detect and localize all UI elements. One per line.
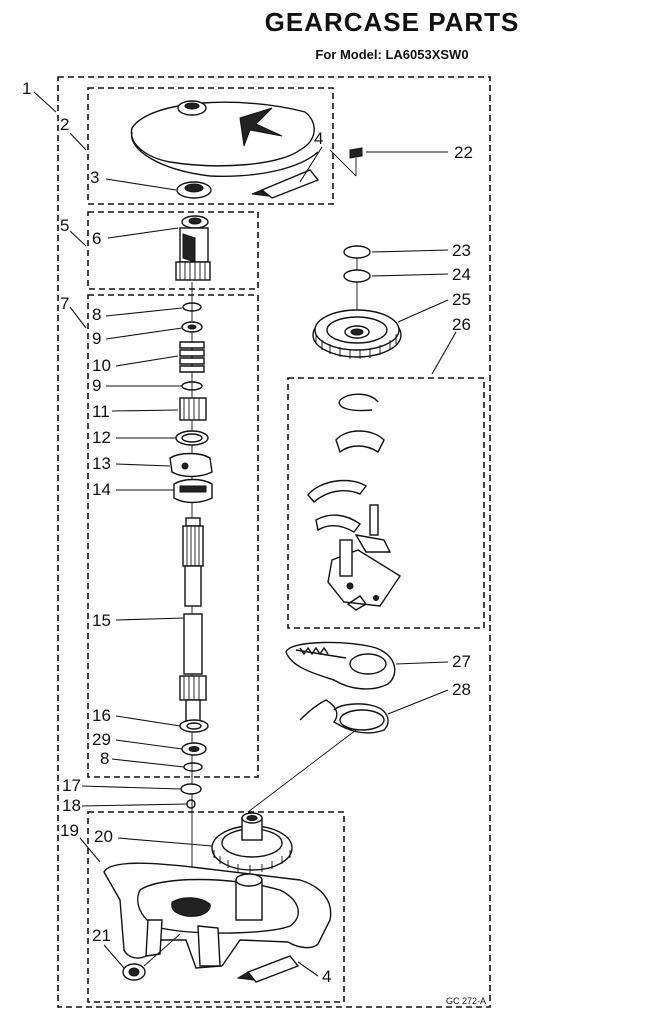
model-subtitle: For Model: LA6053XSW0 <box>315 47 468 62</box>
callout-24: 24 <box>452 265 471 284</box>
callout-7: 7 <box>60 294 69 313</box>
callout-10: 10 <box>92 356 111 375</box>
callout-11: 11 <box>92 402 110 421</box>
plug-21 <box>122 933 181 981</box>
shaft-stack <box>169 302 213 504</box>
drive-gear-20 <box>211 812 293 873</box>
callout-9-upper: 9 <box>92 329 101 348</box>
lower-washers <box>179 719 209 809</box>
callout-17: 17 <box>62 776 81 795</box>
callout-25: 25 <box>452 290 471 309</box>
callout-5: 5 <box>60 216 69 235</box>
base-box <box>87 811 345 1003</box>
seal-3 <box>176 181 212 199</box>
callout-21: 21 <box>92 926 111 945</box>
assembly-outline <box>57 76 491 1008</box>
callout-1: 1 <box>22 79 31 98</box>
callout-labels: 1 2 3 4 5 6 7 8 9 10 9 11 12 13 14 15 16… <box>22 79 473 986</box>
callout-22: 22 <box>454 143 473 162</box>
callout-16: 16 <box>92 706 111 725</box>
link-line <box>247 729 357 813</box>
callout-4-top: 4 <box>314 129 323 148</box>
leader-lines <box>33 91 457 977</box>
cover-box <box>87 87 334 205</box>
callout-12: 12 <box>92 428 111 447</box>
callout-8-lower: 8 <box>100 749 109 768</box>
callout-13: 13 <box>92 454 111 473</box>
callout-29: 29 <box>92 730 111 749</box>
callout-15: 15 <box>92 611 111 630</box>
gear-stack <box>312 245 402 359</box>
callout-3: 3 <box>90 168 99 187</box>
callout-26: 26 <box>452 315 471 334</box>
diagram-code: GC 272-A <box>446 996 486 1006</box>
callout-4-bottom: 4 <box>322 967 331 986</box>
callout-27: 27 <box>452 652 471 671</box>
callout-14: 14 <box>92 480 111 499</box>
shaft-box <box>87 294 259 778</box>
callout-20: 20 <box>94 827 113 846</box>
pinion-box <box>87 211 259 290</box>
grease-tube-top <box>251 169 320 199</box>
callout-18: 18 <box>62 796 81 815</box>
callout-9-lower: 9 <box>92 376 101 395</box>
shifter-assembly <box>307 393 401 611</box>
callout-28: 28 <box>452 680 471 699</box>
clip-28 <box>299 699 389 734</box>
callout-2: 2 <box>60 115 69 134</box>
agitate-shaft <box>179 517 207 725</box>
callout-6: 6 <box>92 229 101 248</box>
grease-tube-bottom <box>236 955 300 983</box>
gearcase-base <box>103 862 332 969</box>
callout-8-upper: 8 <box>92 305 101 324</box>
screw-22 <box>329 147 363 177</box>
callout-19: 19 <box>60 821 79 840</box>
pinion-gear <box>175 215 211 281</box>
shifter-box <box>287 377 485 629</box>
drive-cam-27 <box>285 641 396 690</box>
callout-23: 23 <box>452 241 471 260</box>
page-title: GEARCASE PARTS <box>265 7 520 37</box>
gearcase-cover <box>130 100 319 177</box>
